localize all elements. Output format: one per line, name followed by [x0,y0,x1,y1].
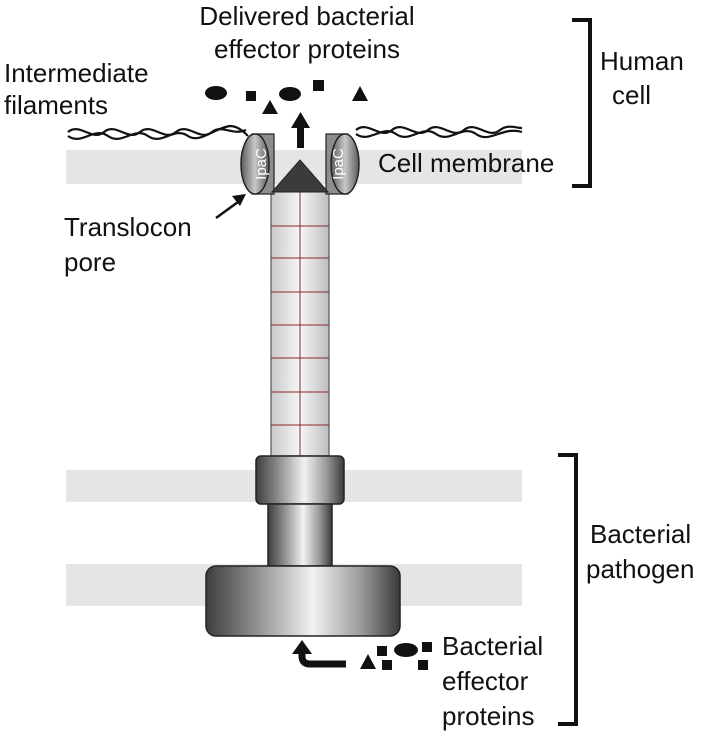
basal-body-neck [267,503,333,567]
bacterial-effector-label-line2: effector [442,666,529,696]
curved-arrow-icon [292,640,346,668]
intermediate-filaments-label-line1: Intermediate [4,58,149,88]
delivered-effector-proteins [205,80,368,114]
translocon-pore-label-line2: pore [64,247,116,277]
bacterial-pathogen-bracket [558,453,578,726]
pointer-arrow-icon [215,194,246,220]
basal-body-lower-ring [205,565,401,637]
bacterial-effector-label-line3: proteins [442,701,535,731]
delivered-effector-label-line2: effector proteins [214,34,400,64]
translocon-pore-label-line1: Translocon [64,212,192,242]
cell-membrane-label: Cell membrane [378,148,554,178]
human-cell-bracket [572,18,592,188]
needle-segments [271,190,329,456]
needle-tip [270,159,330,193]
intermediate-filaments-right [355,125,523,139]
ipac-left-label: IpaC [253,148,270,180]
ipac-right-label: IpaC [330,148,347,180]
intermediate-filaments-label-line2: filaments [4,90,108,120]
delivered-effector-label-line1: Delivered bacterial [199,1,414,31]
human-cell-label-line1: Human [600,46,684,76]
bacterial-pathogen-label-line1: Bacterial [590,519,691,549]
bacterial-pathogen-label-line2: pathogen [586,554,694,584]
bacterial-effector-proteins [360,642,432,670]
intermediate-filaments-left [67,124,249,140]
up-arrow-icon [291,112,310,148]
translocon-pore: IpaC IpaC [240,133,360,195]
bacterial-effector-label-line1: Bacterial [442,631,543,661]
basal-body-upper-ring [255,455,345,505]
human-cell-label-line2: cell [612,80,651,110]
